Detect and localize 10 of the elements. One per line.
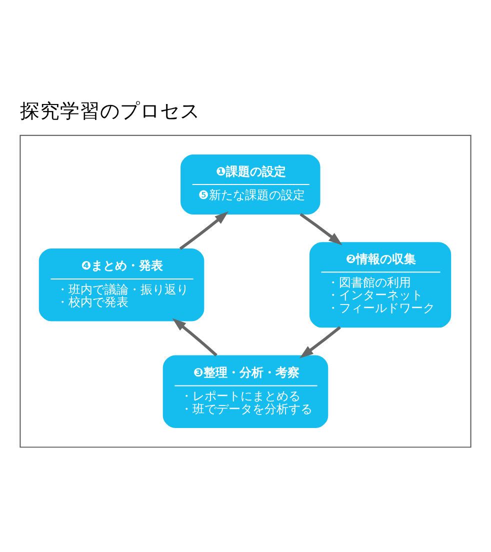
arrow <box>179 210 228 250</box>
cluster <box>20 134 472 448</box>
node-box: ❸整理・分析・考察 ・レポートにまとめる ・班でデータを分析する <box>162 354 328 428</box>
diagram-title: 探究学習のプロセス <box>20 99 200 122</box>
node-box: ❹まとめ・発表 ・班内で議論・振り返り ・校内で発表 <box>38 248 204 321</box>
node-box: ❶課題の設定 ❺新たな課題の設定 <box>180 154 320 214</box>
arrow <box>300 326 341 358</box>
arrow <box>300 212 342 245</box>
arrow <box>172 318 218 356</box>
node-box: ❷情報の収集 ・図書館の利用 ・インターネット ・フィールドワーク <box>309 242 452 328</box>
